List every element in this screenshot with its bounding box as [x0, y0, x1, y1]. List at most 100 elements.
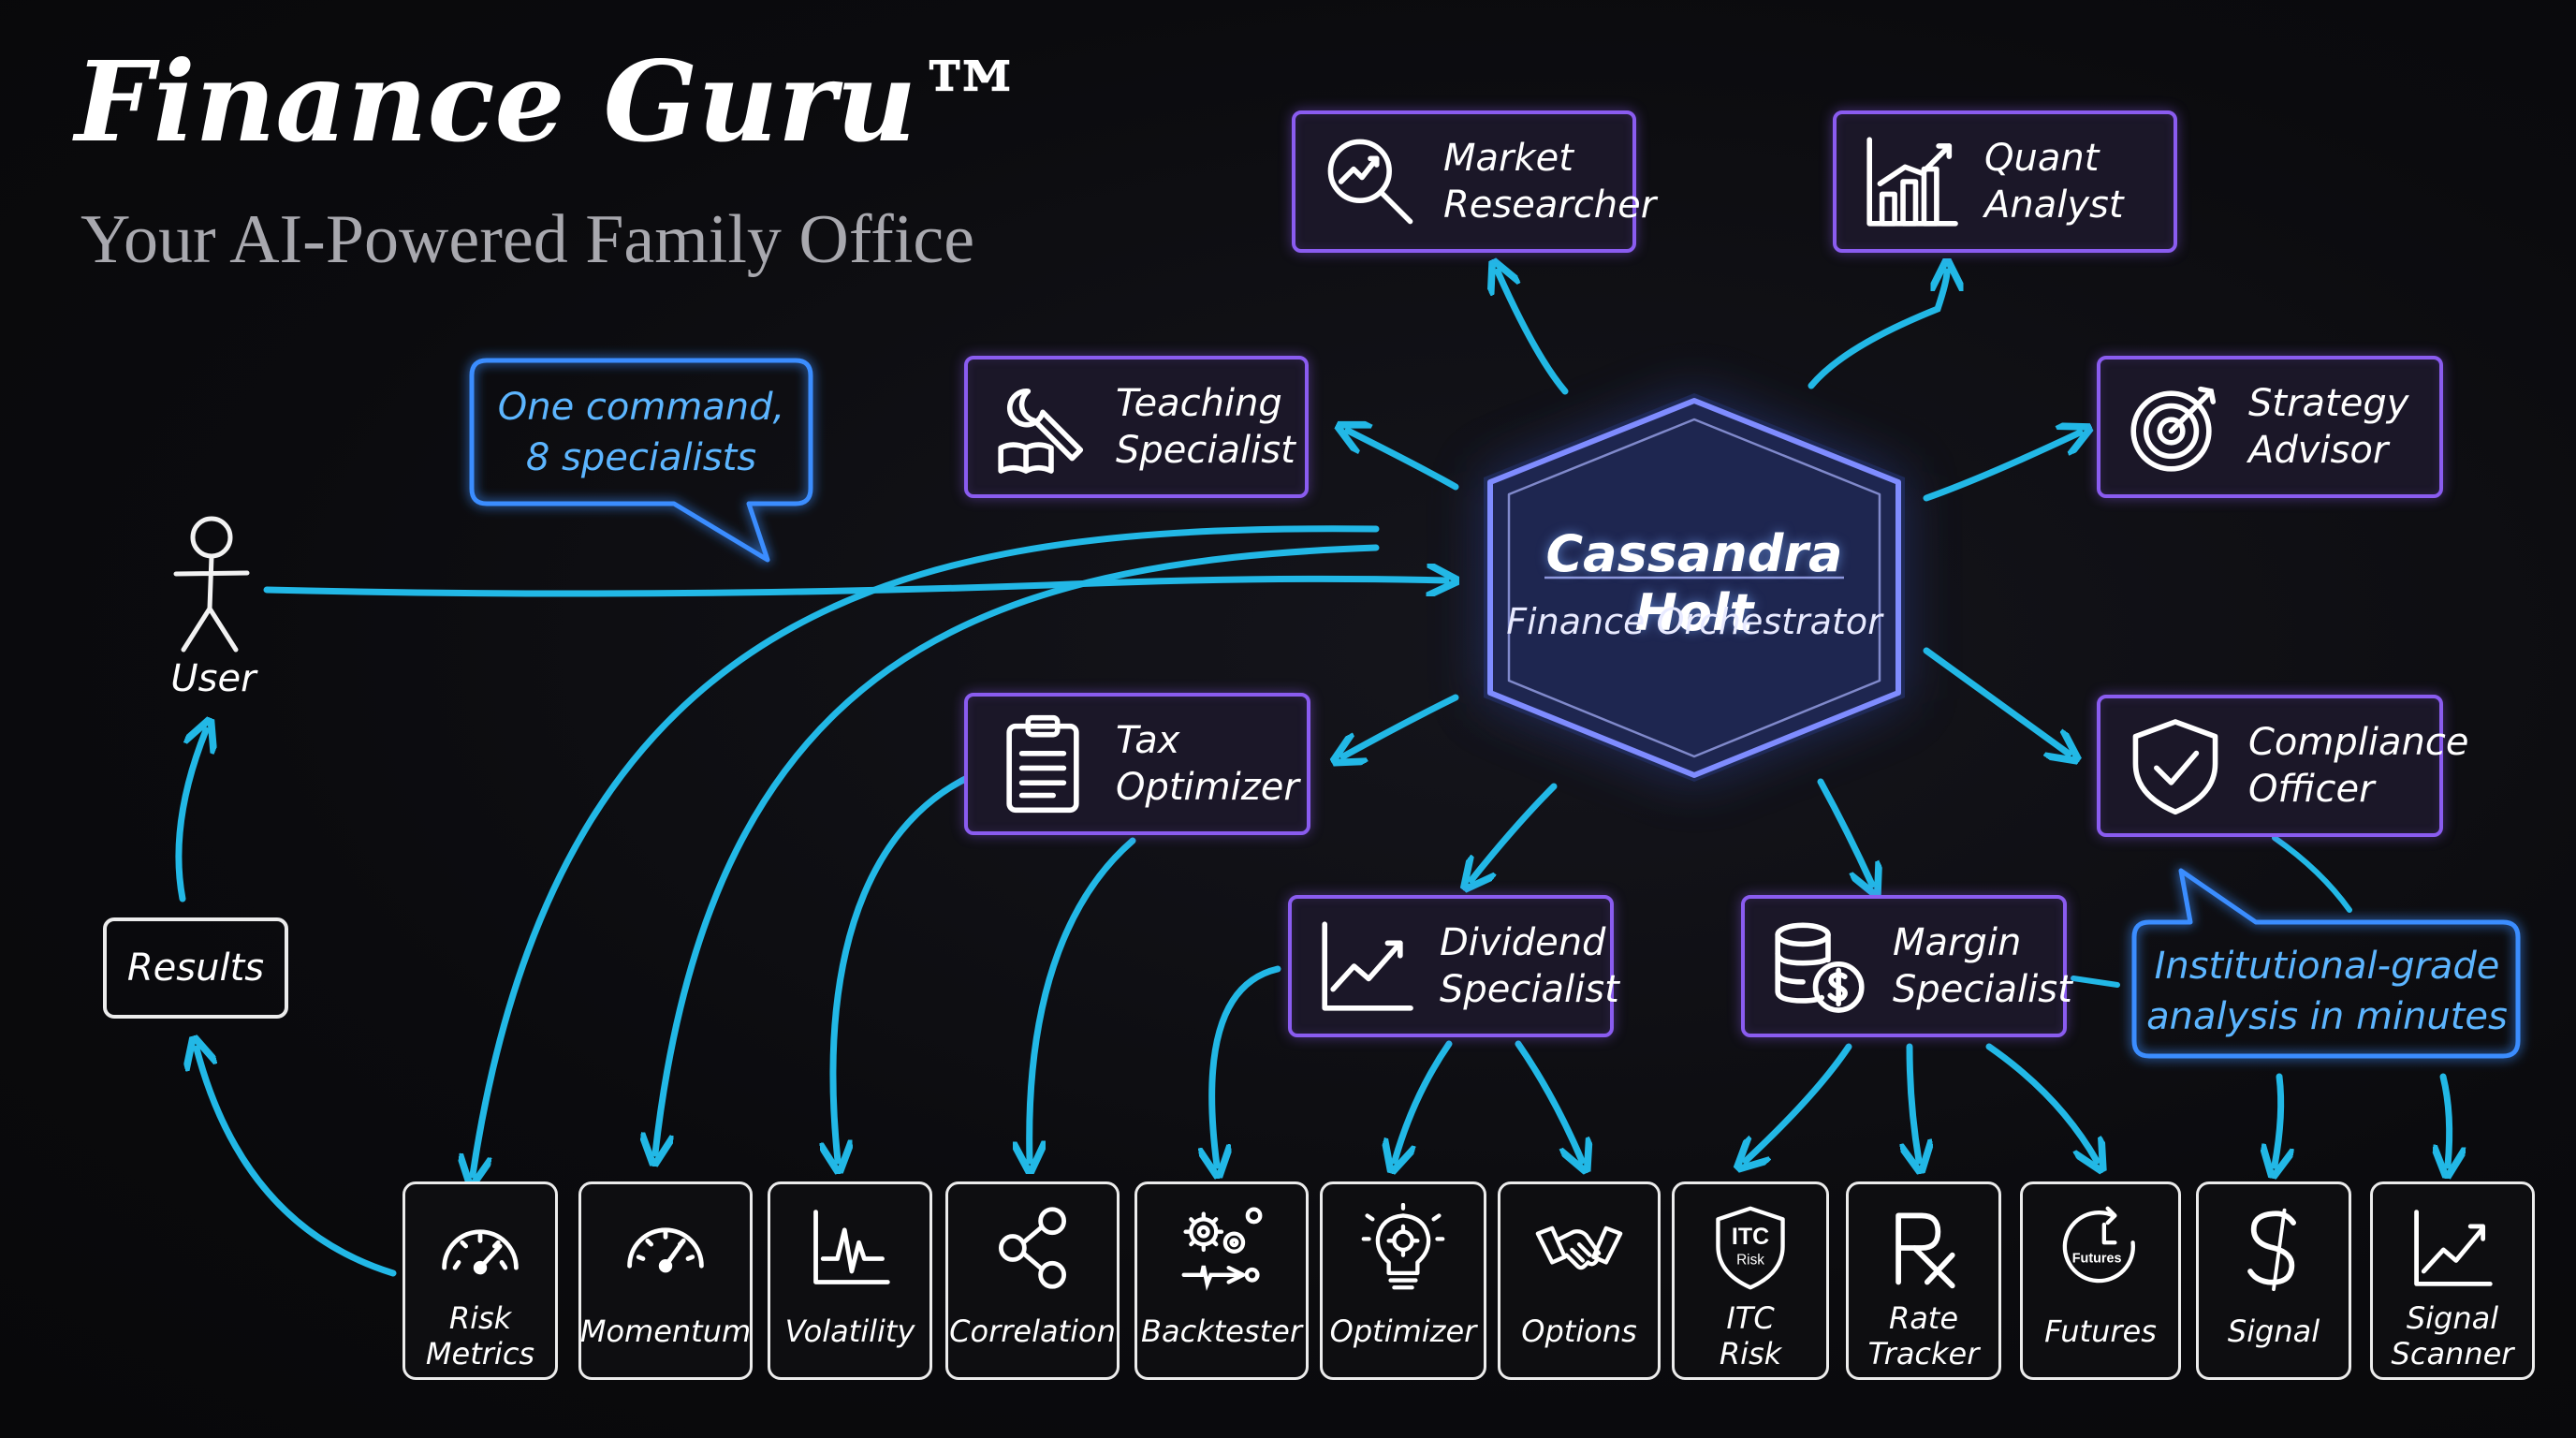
page-subtitle: Your AI-Powered Family Office: [80, 201, 975, 278]
itc-shield-icon: ITC Risk: [1716, 1206, 1785, 1290]
connector-compliance-to-bubble: [2272, 835, 2352, 913]
tool-label-line2: Risk: [1719, 1336, 1782, 1372]
tool-label-line2: Tracker: [1867, 1336, 1980, 1372]
user-figure-icon: [173, 516, 250, 653]
arrow-to-signal-scanner: [2443, 1073, 2450, 1166]
agent-label-line1: Dividend: [1440, 921, 1606, 964]
signal-s-icon: [2247, 1208, 2296, 1292]
tool-label-line1: ITC: [1726, 1300, 1775, 1336]
arrow-to-dividend-specialist: [1471, 783, 1558, 880]
agent-label-line1: Tax: [1116, 719, 1180, 762]
agent-label-line1: Teaching: [1116, 382, 1282, 425]
tool-label-line1: Signal: [2406, 1300, 2499, 1336]
arrow-to-signal: [2275, 1073, 2281, 1166]
magnifier-chart-icon: [1327, 139, 1413, 225]
agent-label-line1: Margin: [1893, 921, 2022, 964]
arrow-to-margin-specialist: [1817, 778, 1872, 885]
tool-label-line1: Volatility: [784, 1313, 915, 1349]
wrench-book-icon: [998, 389, 1084, 474]
orchestrator-name: Cassandra Holt: [1545, 524, 1843, 642]
arrow-to-compliance-officer: [1923, 647, 2069, 754]
agent-label-line2: Specialist: [1116, 429, 1295, 472]
line-chart-icon: [1322, 921, 1413, 1011]
arrow-to-quant-analyst: [1808, 271, 1947, 389]
clipboard-icon: [1006, 714, 1079, 814]
agent-label-line1: Quant: [1984, 137, 2100, 180]
shield-check-icon: [2132, 719, 2218, 815]
arrow-to-teaching-specialist: [1348, 431, 1459, 491]
futures-clock-icon: Futures: [2062, 1206, 2135, 1284]
tool-label-line1: Signal: [2227, 1313, 2320, 1349]
coins-dollar-icon: [1775, 922, 1865, 1013]
arrow-user-to-orchestrator: [263, 579, 1446, 594]
arrow-to-risk-metrics: [473, 525, 1380, 1175]
orchestrator-hexagon: [1484, 393, 1905, 782]
agent-label-line2: Optimizer: [1116, 766, 1299, 809]
arrow-tools-to-results: [197, 1049, 397, 1277]
tool-label-line1: Rate: [1888, 1300, 1959, 1336]
speedometer-icon: [627, 1227, 704, 1273]
gears-icon: [1181, 1207, 1263, 1291]
agent-label-line2: Specialist: [1440, 968, 1619, 1011]
bar-chart-icon: [1866, 137, 1958, 227]
share-nodes-icon: [999, 1207, 1066, 1289]
volatility-chart-icon: [813, 1210, 890, 1284]
arrow-dividend-to-options: [1515, 1040, 1582, 1161]
tool-label-line2: Scanner: [2391, 1336, 2514, 1372]
tool-options[interactable]: Options: [1498, 1181, 1661, 1380]
handshake-icon: [1535, 1225, 1623, 1270]
agent-label-line2: Researcher: [1443, 183, 1657, 227]
tool-label-line1: Options: [1521, 1313, 1637, 1349]
arrow-to-tax-optimizer: [1343, 694, 1459, 756]
arrow-margin-to-rate: [1910, 1043, 1919, 1161]
tool-correlation[interactable]: Correlation: [945, 1181, 1120, 1380]
tool-label-line1: Optimizer: [1329, 1313, 1477, 1349]
bubble-left-text: One command,8 specialists: [497, 386, 785, 479]
gauge-icon: [442, 1229, 519, 1275]
agent-label-line1: Strategy: [2248, 382, 2409, 425]
tool-backtester[interactable]: Backtester: [1134, 1181, 1309, 1380]
tool-futures[interactable]: Futures Futures: [2020, 1181, 2181, 1380]
tool-label-line1: Risk: [448, 1300, 512, 1336]
agent-label-line2: Advisor: [2248, 429, 2389, 472]
arrow-to-volatility: [833, 764, 996, 1161]
tool-signal[interactable]: Signal: [2196, 1181, 2351, 1380]
arrow-results-to-user: [175, 730, 206, 902]
agent-label-line1: Compliance: [2248, 721, 2469, 764]
tool-label-line1: Futures: [2044, 1313, 2157, 1349]
arrow-to-strategy-advisor: [1923, 433, 2080, 502]
orchestrator-role: Finance Orchestrator: [1506, 601, 1882, 642]
agent-label-line2: Analyst: [1984, 183, 2124, 227]
user-label: User: [170, 657, 256, 700]
futures-icon-text: Futures: [2072, 1251, 2122, 1266]
itc-icon-subtext: Risk: [1736, 1252, 1764, 1268]
arrow-to-market-researcher: [1498, 271, 1569, 395]
arrow-dividend-to-optimizer: [1395, 1040, 1453, 1161]
tool-volatility[interactable]: Volatility: [768, 1181, 932, 1380]
lightbulb-gear-icon: [1361, 1203, 1445, 1290]
agent-label-line2: Officer: [2248, 768, 2375, 811]
tool-label-line1: Momentum: [579, 1313, 752, 1349]
tool-optimizer[interactable]: Optimizer: [1320, 1181, 1486, 1380]
agent-label-line2: Specialist: [1893, 968, 2072, 1011]
tool-momentum[interactable]: Momentum: [578, 1181, 753, 1380]
arrow-to-momentum: [655, 544, 1380, 1153]
results-box: Results: [103, 917, 288, 1019]
tool-label-line1: Correlation: [949, 1313, 1116, 1349]
arrow-margin-to-itc: [1746, 1043, 1852, 1161]
page-title: Finance Guru™: [75, 37, 1028, 167]
